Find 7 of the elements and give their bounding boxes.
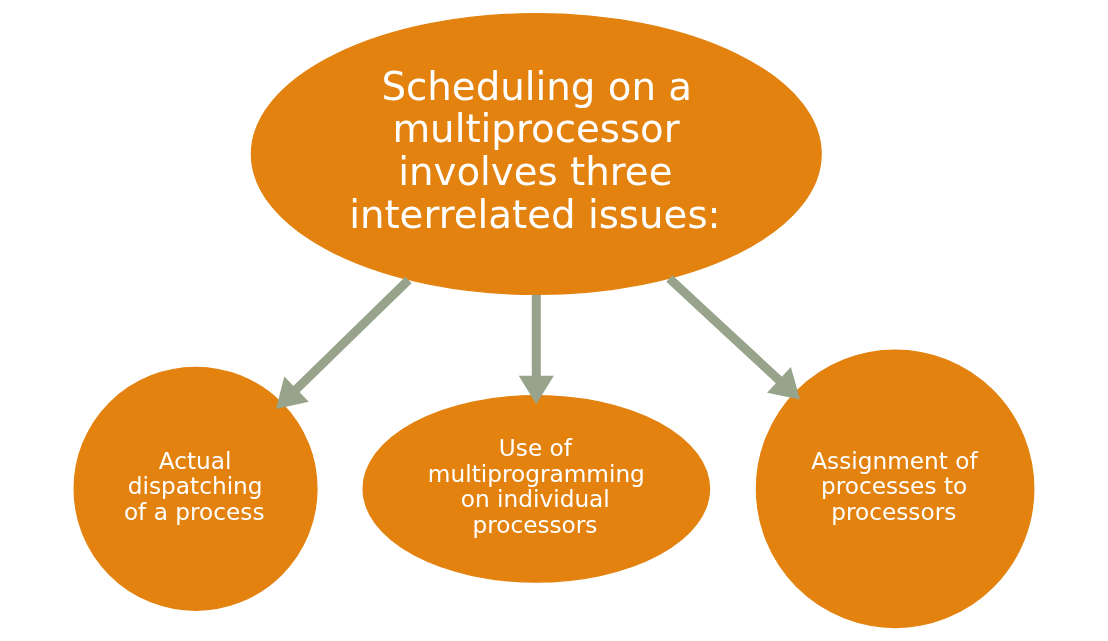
- node-circle: Actual dispatching of a process: [73, 366, 318, 611]
- arrow: [518, 294, 554, 405]
- arrow: [276, 276, 412, 410]
- node-ellipse: Scheduling on a multiprocessor involves three interrelated issues:: [250, 12, 822, 296]
- arrow: [666, 275, 800, 400]
- node-ellipse: Use of multiprogramming on individual processors: [362, 394, 711, 583]
- node-circle: Assignment of processes to processors: [755, 349, 1035, 629]
